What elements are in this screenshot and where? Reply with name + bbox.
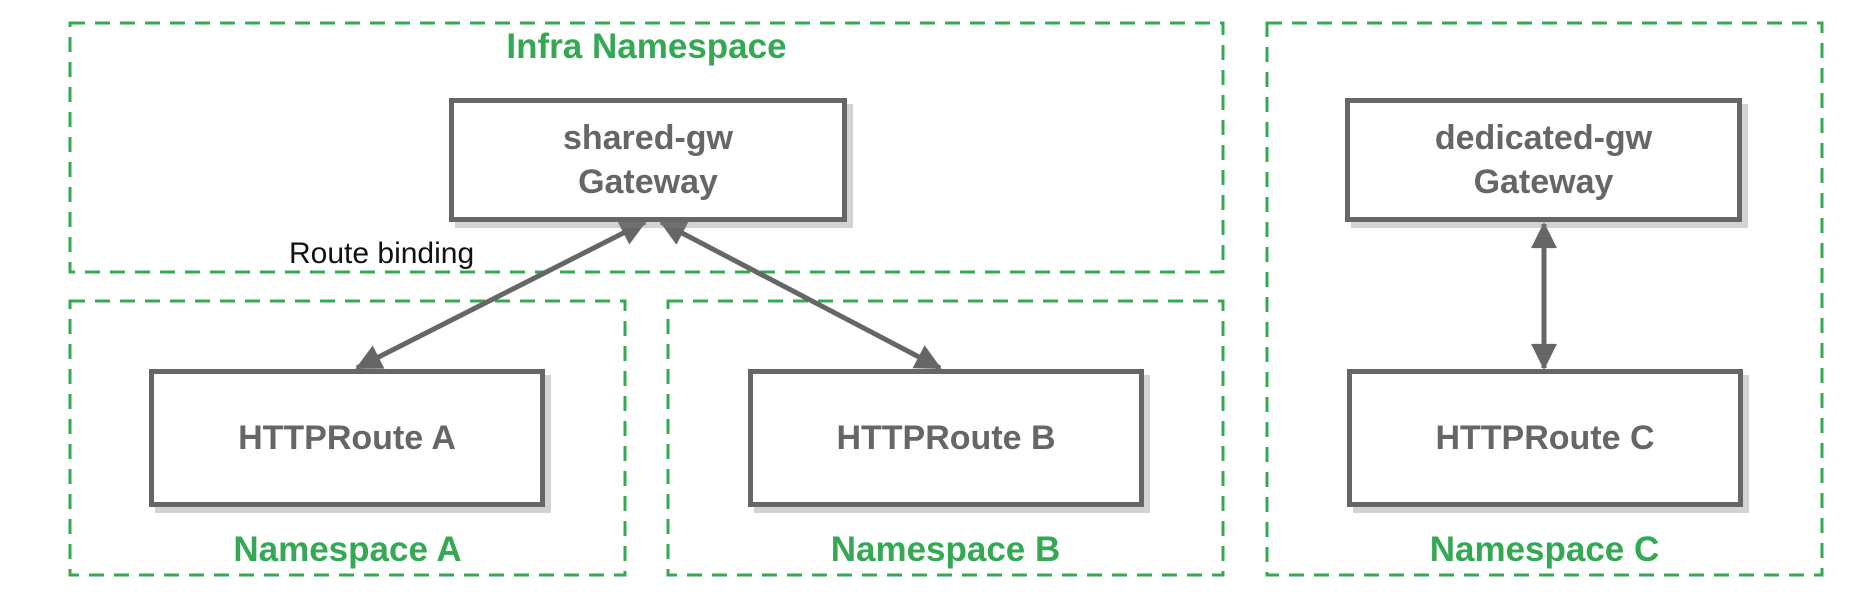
namespace-a-title: Namespace A [233,530,462,569]
infra-namespace-title: Infra Namespace [506,27,787,66]
shared-gw-gateway-node: shared-gw Gateway [449,98,847,222]
route-label: HTTPRoute C [1435,419,1655,457]
route-binding-edge-label: Route binding [289,237,475,270]
namespace-c-title: Namespace C [1429,530,1660,569]
httproute-b-node: HTTPRoute B [748,369,1144,507]
route-label: HTTPRoute B [836,419,1056,457]
httproute-c-node: HTTPRoute C [1347,369,1743,507]
namespace-b-boundary [666,299,1225,577]
gateway-kind-label: Gateway [1473,163,1614,201]
namespace-a-boundary [68,299,627,577]
route-label: HTTPRoute A [238,419,456,457]
httproute-a-node: HTTPRoute A [149,369,545,507]
namespace-c-boundary [1265,21,1824,577]
route-binding-arrow-b [659,219,942,371]
route-binding-arrow-a [355,219,647,371]
gateway-name-label: shared-gw [562,119,734,157]
gateway-kind-label: Gateway [578,163,718,201]
dedicated-gw-gateway-node: dedicated-gw Gateway [1345,98,1742,222]
namespace-b-title: Namespace B [830,530,1061,569]
gateway-name-label: dedicated-gw [1434,119,1653,157]
